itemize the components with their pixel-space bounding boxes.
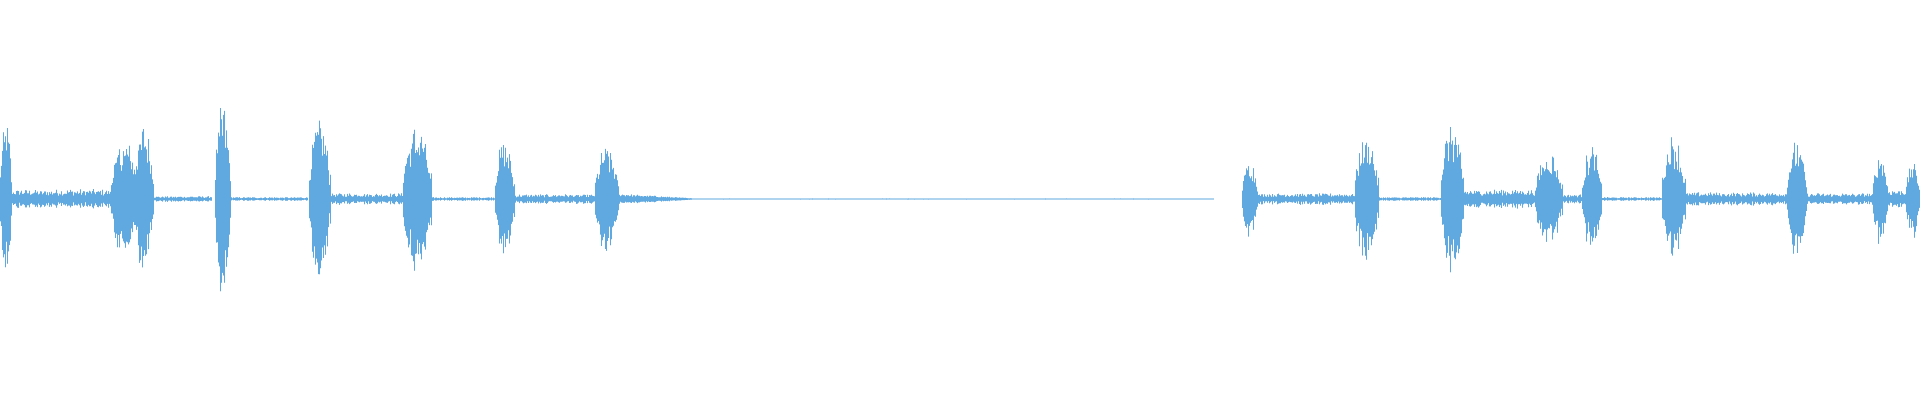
waveform-bars xyxy=(0,108,1920,292)
waveform-amplitude-path xyxy=(0,108,1920,292)
